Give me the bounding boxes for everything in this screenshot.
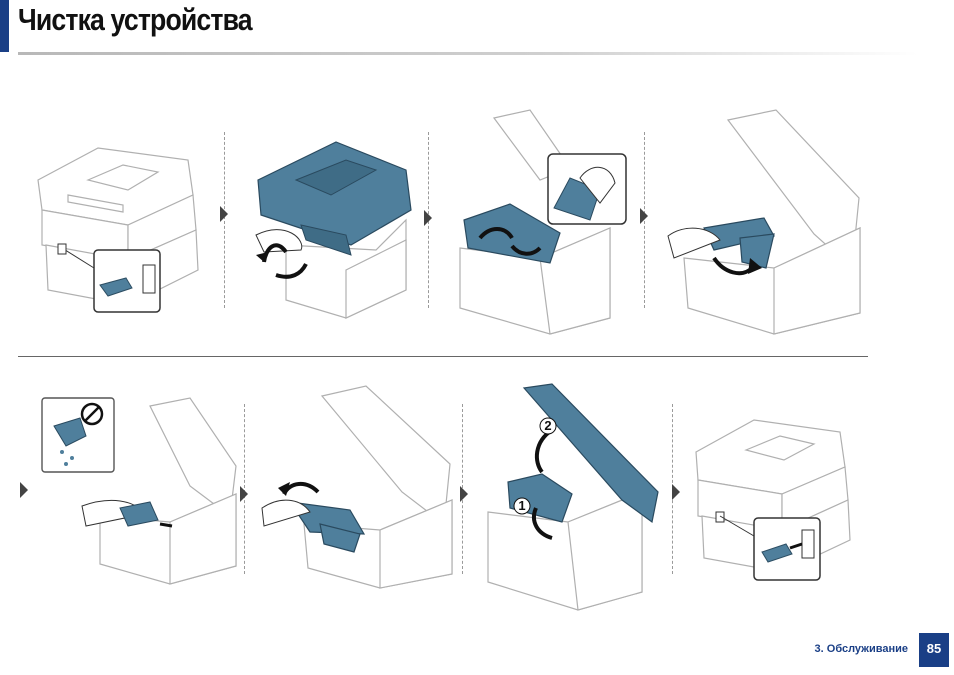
step-remove-cartridge-illustration <box>664 108 864 338</box>
step-number-1: 1 <box>518 498 525 513</box>
step-unplug-illustration <box>28 140 220 318</box>
row-divider <box>18 356 868 357</box>
step-plug-in-illustration <box>690 412 866 584</box>
step-arrow-icon <box>424 210 432 226</box>
step-arrow-icon <box>220 206 228 222</box>
step-insert-cartridge-illustration <box>260 384 456 590</box>
step-arrow-icon <box>640 208 648 224</box>
step-arrow-icon <box>240 486 248 502</box>
step-arrow-icon <box>672 484 680 500</box>
page-number: 85 <box>919 633 949 667</box>
title-underline <box>18 52 918 55</box>
step-arrow-icon <box>460 486 468 502</box>
step-number-2: 2 <box>544 418 551 433</box>
step-open-cover-illustration <box>450 108 630 336</box>
step-close-covers-illustration: 2 1 <box>482 382 664 612</box>
title-accent-bar <box>0 0 9 52</box>
step-open-scanner-illustration <box>246 140 416 320</box>
page-title: Чистка устройства <box>18 2 252 38</box>
section-label: 3. Обслуживание <box>815 643 908 655</box>
step-arrow-icon <box>20 482 28 498</box>
step-clean-illustration <box>40 396 240 586</box>
